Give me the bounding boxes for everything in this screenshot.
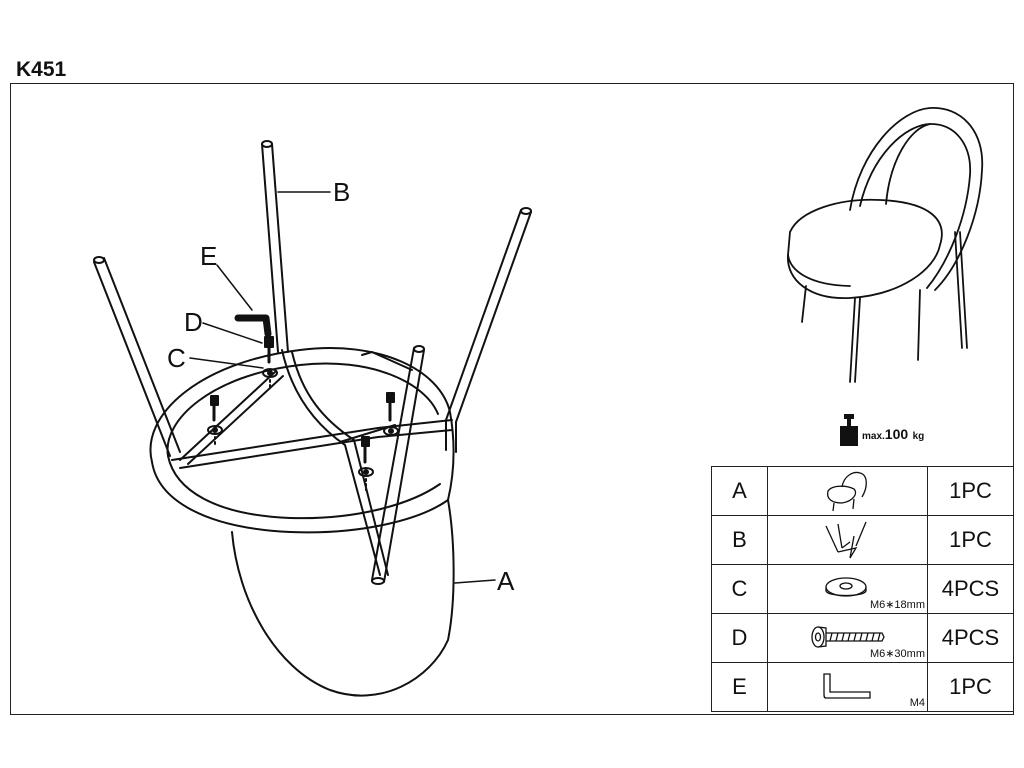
part-letter: D bbox=[711, 613, 768, 663]
diagram-frame bbox=[10, 83, 1014, 715]
table-row: D M6∗30mm 4PCS bbox=[711, 613, 1014, 663]
leg-frame bbox=[93, 140, 532, 585]
chair-seat-icon bbox=[826, 471, 867, 512]
label-d: D bbox=[184, 307, 203, 337]
weight-icon bbox=[840, 414, 858, 446]
allen-key-icon bbox=[822, 673, 871, 699]
part-letter: A bbox=[711, 466, 768, 516]
max-load-unit: kg bbox=[912, 431, 925, 442]
part-qty: 4PCS bbox=[927, 613, 1014, 663]
max-load-value: 100 bbox=[884, 426, 909, 442]
part-image: M6∗30mm bbox=[767, 613, 928, 663]
model-code: K451 bbox=[16, 58, 67, 81]
bolt-2 bbox=[207, 395, 223, 448]
part-qty: 1PC bbox=[927, 662, 1014, 712]
allen-key bbox=[234, 314, 272, 338]
part-image bbox=[767, 515, 928, 565]
part-qty: 1PC bbox=[927, 515, 1014, 565]
leg-frame-icon bbox=[824, 521, 867, 559]
part-spec: M4 bbox=[909, 697, 925, 709]
bolt-4 bbox=[358, 436, 374, 491]
seat-shell bbox=[149, 347, 455, 697]
part-qty: 4PCS bbox=[927, 564, 1014, 614]
label-e: E bbox=[200, 241, 217, 271]
part-qty: 1PC bbox=[927, 466, 1014, 516]
part-image bbox=[767, 466, 928, 516]
table-row: C M6∗18mm 4PCS bbox=[711, 564, 1014, 614]
finished-chair-illustration bbox=[787, 107, 984, 383]
max-load-text: max.100 kg bbox=[862, 426, 924, 444]
washer-icon bbox=[824, 577, 867, 597]
table-row: E M4 1PC bbox=[711, 662, 1014, 712]
leader-lines bbox=[189, 191, 496, 584]
table-row: A 1PC bbox=[711, 466, 1014, 516]
label-c: C bbox=[167, 343, 186, 373]
bolt-icon bbox=[810, 626, 885, 648]
part-spec: M6∗30mm bbox=[869, 648, 925, 660]
part-spec: M6∗18mm bbox=[869, 599, 925, 611]
table-row: B 1PC bbox=[711, 515, 1014, 565]
max-load-prefix: max. bbox=[862, 431, 885, 442]
part-letter: C bbox=[711, 564, 768, 614]
bolt-3 bbox=[383, 392, 399, 436]
bolts-and-washers bbox=[207, 336, 399, 491]
parts-table: A 1PC B 1PC C M6∗18mm bbox=[711, 466, 1014, 712]
part-image: M4 bbox=[767, 662, 928, 712]
part-letter: B bbox=[711, 515, 768, 565]
part-letter: E bbox=[711, 662, 768, 712]
label-b: B bbox=[333, 177, 350, 207]
label-a: A bbox=[497, 566, 515, 596]
bolt-1 bbox=[262, 336, 278, 391]
part-image: M6∗18mm bbox=[767, 564, 928, 614]
